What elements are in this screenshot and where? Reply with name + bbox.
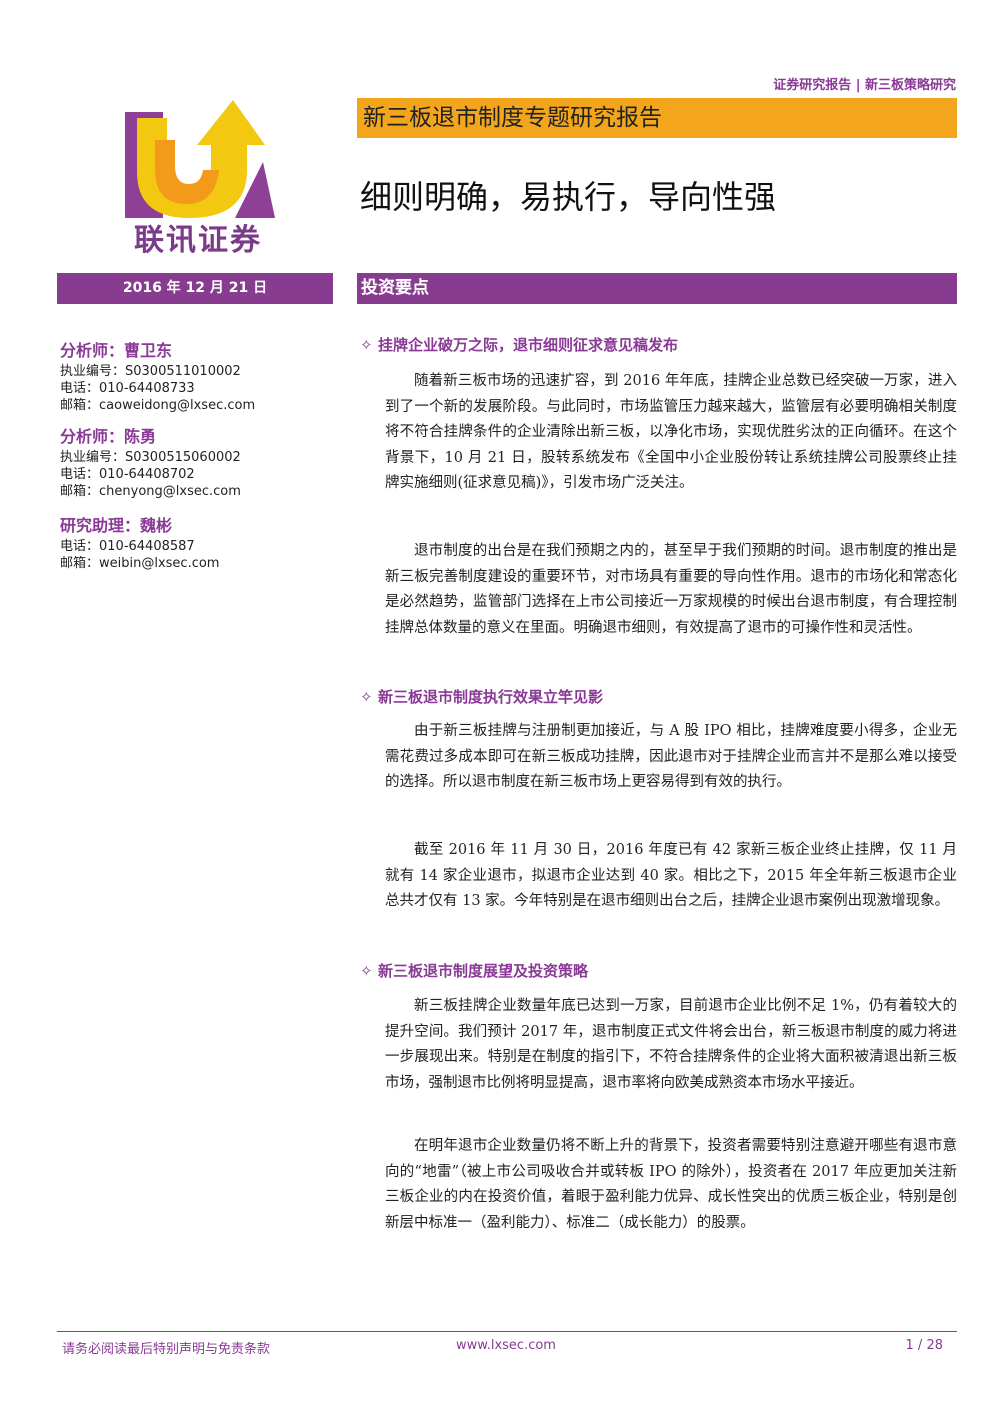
diamond-bullet-icon: ✧ [360,962,373,980]
diamond-bullet-icon: ✧ [360,336,373,354]
analyst-block: 分析师：陈勇 执业编号：S0300515060002 电话：010-644087… [60,426,340,500]
paragraph: 在明年退市企业数量仍将不断上升的背景下，投资者需要特别注意避开哪些有退市意向的“… [385,1138,957,1231]
analyst-phone: 电话：010-64408587 [60,539,195,554]
section-heading-text: 新三板退市制度执行效果立竿见影 [378,688,604,706]
diamond-bullet-icon: ✧ [360,688,373,706]
page-number: 1 / 28 [905,1338,943,1353]
key-points-heading: 投资要点 [357,273,957,304]
section-heading-text: 新三板退市制度展望及投资策略 [378,962,589,980]
report-type: 新三板退市制度专题研究报告 [363,105,662,131]
report-headline: 细则明确，易执行，导向性强 [360,178,777,216]
paragraph: 截至 2016 年 11 月 30 日，2016 年度已有 42 家新三板企业终… [385,842,957,909]
analyst-block: 分析师：曹卫东 执业编号：S0300511010002 电话：010-64408… [60,340,340,414]
section-heading: ✧ 新三板退市制度展望及投资策略 [360,960,588,981]
analyst-title: 分析师：陈勇 [60,427,157,446]
analyst-email[interactable]: 邮箱：caoweidong@lxsec.com [60,398,256,413]
company-logo [125,100,275,218]
analyst-title: 分析师：曹卫东 [60,341,173,360]
section-heading: ✧ 挂牌企业破万之际，退市细则征求意见稿发布 [360,334,678,355]
analyst-phone: 电话：010-64408733 [60,381,195,396]
analyst-block: 研究助理：魏彬 电话：010-64408587 邮箱：weibin@lxsec.… [60,515,340,572]
footer-disclaimer[interactable]: 请务必阅读最后特别声明与免责条款 [62,1342,271,1357]
analyst-cert: 执业编号：S0300515060002 [60,450,241,465]
company-name: 联讯证券 [134,223,262,258]
analyst-cert: 执业编号：S0300511010002 [60,364,241,379]
paragraph: 新三板挂牌企业数量年底已达到一万家，目前退市企业比例不足 1%，仍有着较大的提升… [385,998,957,1091]
analyst-title: 研究助理：魏彬 [60,516,173,535]
report-category: 证券研究报告 | 新三板策略研究 [773,78,956,93]
report-date: 2016 年 12 月 21 日 [57,273,333,304]
paragraph: 退市制度的出台是在我们预期之内的，甚至早于我们预期的时间。退市制度的推出是新三板… [385,543,957,636]
analyst-email[interactable]: 邮箱：weibin@lxsec.com [60,556,220,571]
report-type-banner: 新三板退市制度专题研究报告 [357,98,957,138]
section-heading: ✧ 新三板退市制度执行效果立竿见影 [360,686,603,707]
footer-website[interactable]: www.lxsec.com [456,1338,556,1353]
paragraph: 由于新三板挂牌与注册制更加接近，与 A 股 IPO 相比，挂牌难度要小得多，企业… [385,723,957,790]
section-heading-text: 挂牌企业破万之际，退市细则征求意见稿发布 [378,336,679,354]
analyst-email[interactable]: 邮箱：chenyong@lxsec.com [60,484,241,499]
footer-divider [57,1331,957,1332]
analyst-phone: 电话：010-64408702 [60,467,195,482]
paragraph: 随着新三板市场的迅速扩容，到 2016 年年底，挂牌企业总数已经突破一万家，进入… [385,373,957,491]
